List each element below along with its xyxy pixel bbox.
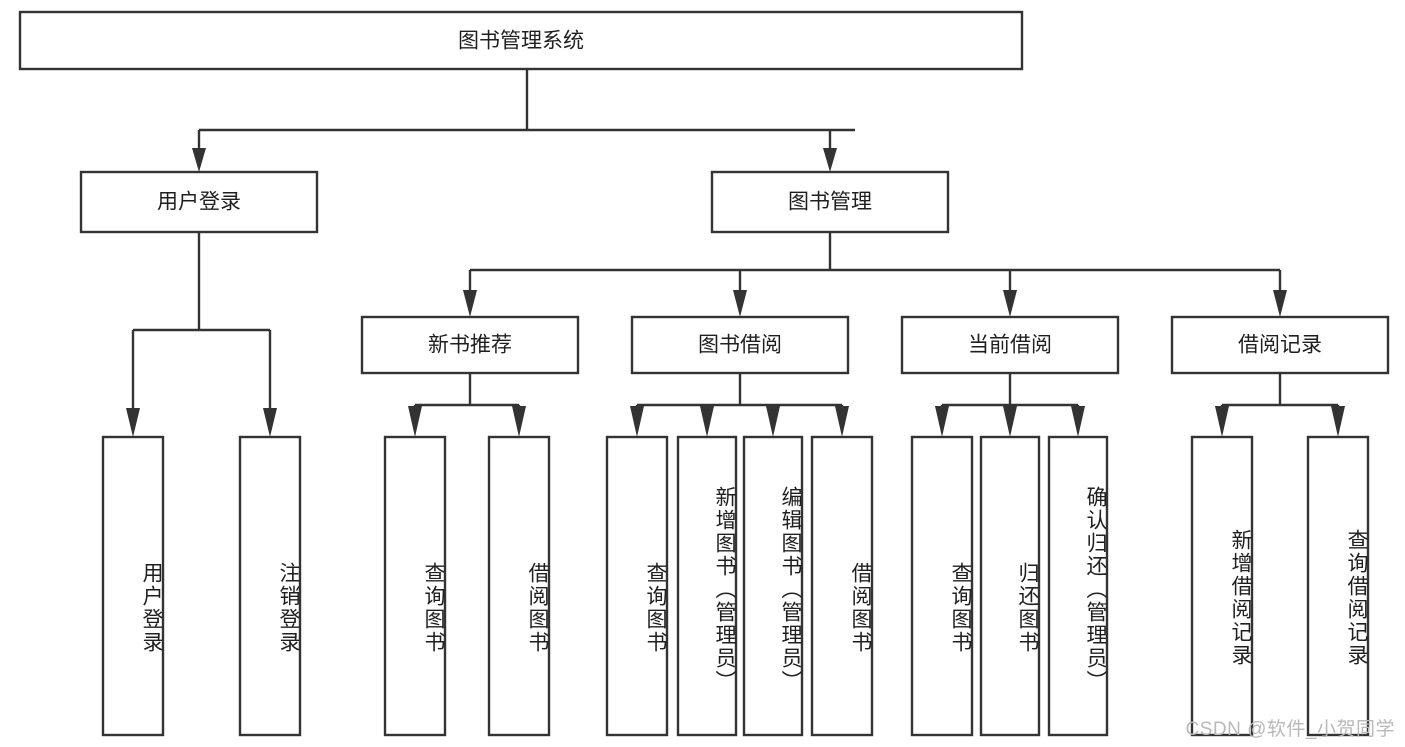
arrow-head-icon: [192, 148, 206, 172]
arrow-head-icon: [1003, 406, 1017, 437]
leaf-box-current-2[interactable]: [979, 435, 1041, 737]
arrow-head-icon: [1331, 406, 1345, 437]
arrow-head-icon: [630, 406, 644, 437]
arrow-head-icon: [823, 148, 837, 172]
node-user-login-label: 用户登录: [157, 191, 241, 214]
node-new-book-recommend-box[interactable]: [360, 315, 580, 375]
leaf-box-user-login-1[interactable]: [101, 435, 165, 737]
arrow-head-icon: [126, 408, 140, 437]
node-book-manage-label: 图书管理: [788, 191, 872, 214]
edges-layer: [126, 69, 1345, 437]
leaf-box-current-1[interactable]: [910, 435, 974, 737]
node-borrow-record-box[interactable]: [1170, 315, 1390, 375]
node-user-login-box[interactable]: [79, 170, 319, 234]
arrow-head-icon: [263, 408, 277, 437]
leaf-box-record-2[interactable]: [1306, 435, 1370, 737]
arrow-head-icon: [733, 290, 747, 317]
arrow-head-icon: [1003, 290, 1017, 317]
arrow-head-icon: [1215, 406, 1229, 437]
arrow-head-icon: [512, 406, 526, 437]
leaf-box-recommend-2[interactable]: [487, 435, 551, 737]
leaf-box-record-1[interactable]: [1190, 435, 1254, 737]
node-book-borrow-box[interactable]: [630, 315, 850, 375]
node-book-manage-box[interactable]: [710, 170, 950, 234]
leaf-box-current-3[interactable]: [1047, 435, 1109, 737]
leaf-box-user-login-2[interactable]: [238, 435, 302, 737]
node-root-box[interactable]: [18, 10, 1024, 71]
node-book-borrow-label: 图书借阅: [698, 334, 782, 357]
node-new-book-recommend-label: 新书推荐: [428, 334, 512, 357]
node-root-label: 图书管理系统: [458, 30, 584, 53]
arrow-head-icon: [835, 406, 849, 437]
node-current-borrow-box[interactable]: [900, 315, 1120, 375]
node-borrow-record-label: 借阅记录: [1238, 334, 1322, 357]
node-current-borrow-label: 当前借阅: [968, 334, 1052, 357]
arrow-head-icon: [766, 406, 780, 437]
arrow-head-icon: [408, 406, 422, 437]
leaf-box-borrow-1[interactable]: [605, 435, 669, 737]
arrow-head-icon: [935, 406, 949, 437]
arrow-head-icon: [463, 290, 477, 317]
leaf-box-borrow-2[interactable]: [676, 435, 738, 737]
arrow-head-icon: [1071, 406, 1085, 437]
leaf-box-borrow-3[interactable]: [742, 435, 804, 737]
watermark-text: CSDN @软件_小贺同学: [1185, 719, 1395, 740]
arrow-head-icon: [1273, 290, 1287, 317]
leaf-box-recommend-1[interactable]: [383, 435, 447, 737]
arrow-head-icon: [700, 406, 714, 437]
nodes-layer: 图书管理系统 用户登录 图书管理 新书推荐 图书借阅 当前借阅 借阅记录: [18, 10, 1390, 737]
leaf-box-borrow-4[interactable]: [810, 435, 874, 737]
